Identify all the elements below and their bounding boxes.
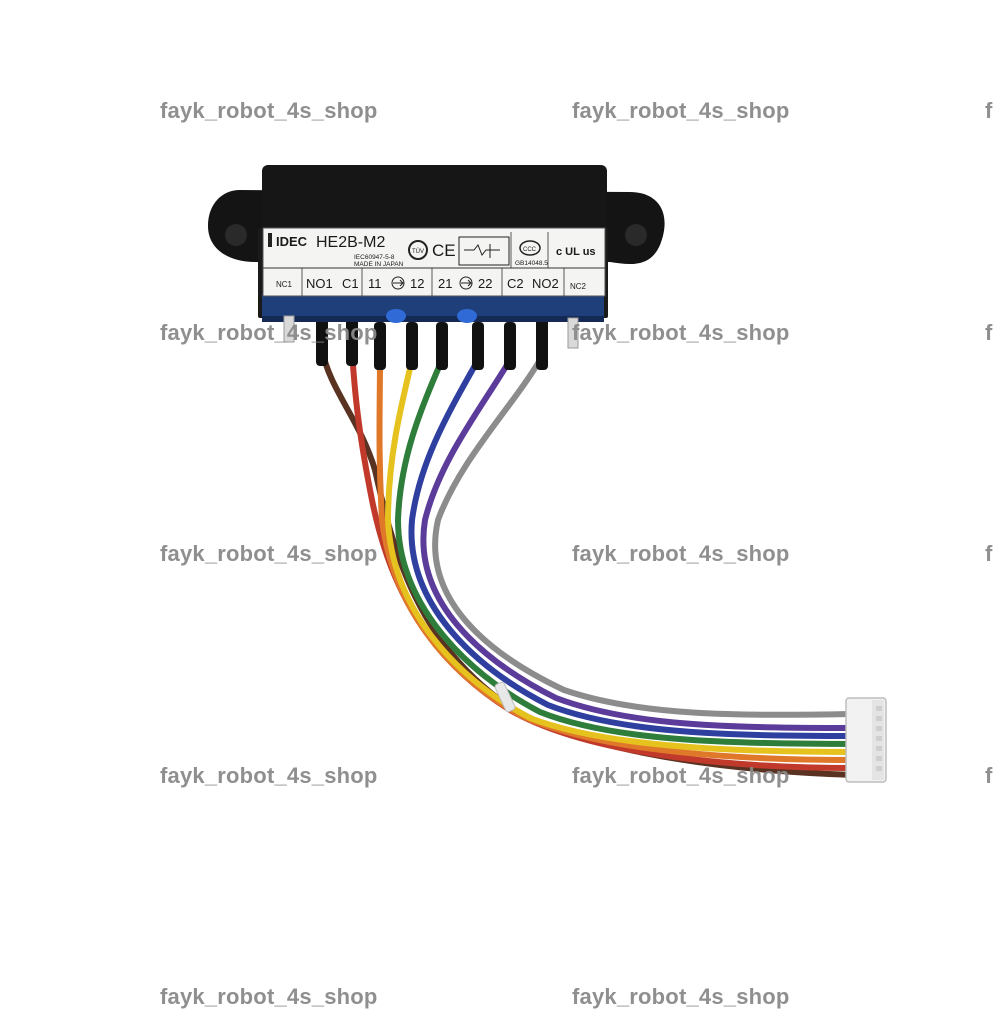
mount-hole-right xyxy=(625,224,647,246)
tuv-mark-icon xyxy=(408,240,428,260)
wire-gray xyxy=(432,357,858,718)
watermark: f xyxy=(985,98,993,123)
watermark: fayk_robot_4s_shop xyxy=(160,98,378,123)
terminal-22: 22 xyxy=(478,276,492,291)
led-left xyxy=(386,309,406,323)
watermark: f xyxy=(985,320,993,345)
origin-text: MADE IN JAPAN xyxy=(354,261,404,268)
wire-yellow xyxy=(384,357,858,755)
terminal-nc1: NC1 xyxy=(276,280,293,289)
led-right xyxy=(457,309,477,323)
wire-connector xyxy=(845,697,887,783)
terminal-c1: C1 xyxy=(342,276,359,291)
arrow-icon-1 xyxy=(391,276,405,290)
terminal-no1: NO1 xyxy=(306,276,333,291)
switch-diagram-icon xyxy=(458,236,510,266)
model-text: HE2B-M2 xyxy=(316,234,385,251)
terminal-nc2: NC2 xyxy=(570,282,587,291)
wire-sleeves xyxy=(316,318,548,370)
watermark: fayk_robot_4s_shop xyxy=(160,763,378,788)
watermark: fayk_robot_4s_shop xyxy=(160,984,378,1009)
ul-mark: c UL us xyxy=(556,246,596,258)
watermark: fayk_robot_4s_shop xyxy=(160,320,378,345)
terminal-12: 12 xyxy=(410,276,424,291)
svg-text:CCC: CCC xyxy=(523,247,537,253)
svg-text:TÜV: TÜV xyxy=(412,248,424,255)
watermark: fayk_robot_4s_shop xyxy=(572,541,790,566)
watermark: fayk_robot_4s_shop xyxy=(572,320,790,345)
ce-mark: CE xyxy=(432,241,456,260)
arrow-icon-2 xyxy=(459,276,473,290)
wire-purple xyxy=(420,357,858,731)
watermark: fayk_robot_4s_shop xyxy=(572,984,790,1009)
brand-text: IDEC xyxy=(276,234,308,249)
pin-right xyxy=(567,317,579,349)
cable-tie xyxy=(494,681,516,713)
wire-green xyxy=(394,357,858,747)
watermark: f xyxy=(985,541,993,566)
watermark: fayk_robot_4s_shop xyxy=(572,763,790,788)
gb-mark: GB14048.5 xyxy=(515,260,548,267)
terminal-c2: C2 xyxy=(507,276,524,291)
standard-text: IEC60947-5-8 xyxy=(354,254,395,261)
terminal-11: 11 xyxy=(368,276,382,291)
pin-left xyxy=(283,315,295,343)
mount-hole-left xyxy=(225,224,247,246)
terminal-no2: NO2 xyxy=(532,276,559,291)
watermark: fayk_robot_4s_shop xyxy=(572,98,790,123)
enabling-switch: IDEC HE2B-M2 IEC60947-5-8 MADE IN JAPAN … xyxy=(208,165,665,349)
wire-blue xyxy=(408,357,858,739)
watermark: f xyxy=(985,763,993,788)
watermark: fayk_robot_4s_shop xyxy=(160,541,378,566)
ccc-mark-icon: CCC xyxy=(519,240,541,256)
terminal-21: 21 xyxy=(438,276,452,291)
wire-harness xyxy=(319,347,858,778)
